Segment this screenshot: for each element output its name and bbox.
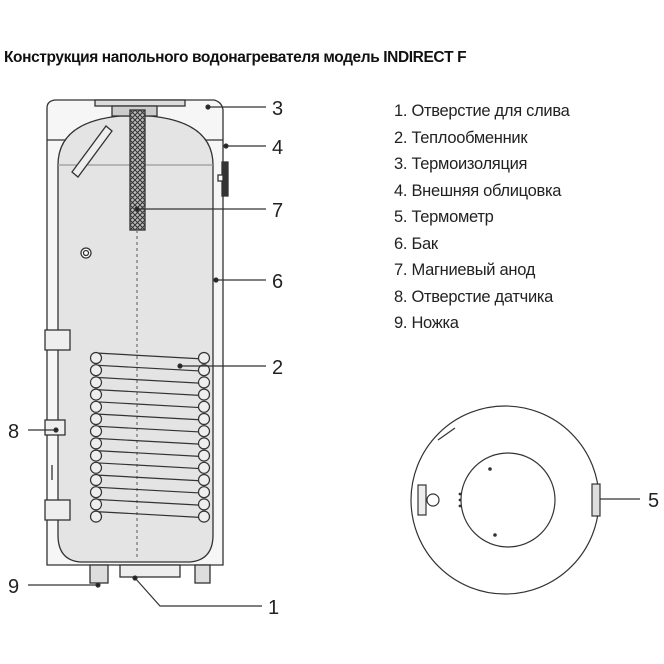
coil-tube <box>95 376 205 384</box>
legend-item: 2. Теплообменник <box>394 128 528 147</box>
coil-turn <box>197 486 211 499</box>
coil-tube <box>95 450 205 458</box>
coil-turn <box>197 364 211 377</box>
legend-item: 4. Внешняя облицовка <box>394 181 562 200</box>
heat-exchanger-coil <box>89 351 211 523</box>
coil-turn <box>197 412 211 426</box>
callout-7: 7 <box>272 200 283 222</box>
legend-item: 6. Бак <box>394 234 438 253</box>
legend-item: 8. Отверстие датчика <box>394 287 554 306</box>
legend-item: 1. Отверстие для слива <box>394 102 570 120</box>
coil-turn <box>89 400 103 413</box>
parts-legend: 1. Отверстие для слива 2. Теплообменник … <box>394 98 570 337</box>
coil-turn <box>89 449 103 462</box>
legend-item: 9. Ножка <box>394 314 459 332</box>
coil-turn <box>89 412 103 426</box>
callout-1: 1 <box>268 597 279 619</box>
coil-tube <box>95 401 205 409</box>
page-title: Конструкция напольного водонагревателя м… <box>4 49 467 66</box>
coil-tube <box>95 425 205 433</box>
callout-2: 2 <box>272 357 283 379</box>
coil-turn <box>197 498 211 511</box>
coil-tube <box>95 498 205 506</box>
coil-tube <box>95 462 205 470</box>
legend-item: 7. Магниевый анод <box>394 261 536 279</box>
coil-tube <box>95 486 205 494</box>
legend-item: 3. Термоизоляция <box>394 155 528 173</box>
coil-turn <box>197 425 211 438</box>
foot <box>89 564 109 584</box>
coil-turn <box>197 473 211 487</box>
coil-turn <box>89 461 103 474</box>
coil-turn <box>197 388 211 401</box>
coil-turn <box>197 437 211 450</box>
coil-tube <box>95 474 205 482</box>
coil-turn <box>89 473 103 487</box>
magnesium-anode <box>129 109 146 231</box>
coil-tube <box>95 389 205 397</box>
coil-turn <box>89 376 103 389</box>
coil-turn <box>89 351 103 365</box>
coil-tube <box>95 413 205 421</box>
coil-tube <box>95 364 205 372</box>
coil-tube <box>95 511 205 519</box>
coil-turn <box>89 364 103 377</box>
coil-turn <box>197 376 211 389</box>
coil-turn <box>197 351 211 365</box>
legend-item: 5. Термометр <box>394 208 494 226</box>
coil-tube <box>95 437 205 445</box>
coil-turn <box>89 437 103 450</box>
callout-4: 4 <box>272 137 283 159</box>
callout-3: 3 <box>272 98 283 120</box>
callout-9: 9 <box>8 576 19 598</box>
top-view <box>410 405 601 595</box>
coil-turn <box>197 449 211 462</box>
callout-5: 5 <box>648 490 659 512</box>
callout-6: 6 <box>272 271 283 293</box>
coil-turn <box>89 486 103 499</box>
coil-turn <box>89 425 103 438</box>
coil-turn <box>89 510 103 523</box>
callout-8: 8 <box>8 421 19 443</box>
coil-turn <box>197 510 211 523</box>
coil-tube <box>95 352 205 360</box>
coil-turn <box>197 400 211 413</box>
coil-turn <box>89 388 103 401</box>
coil-turn <box>197 461 211 474</box>
coil-turn <box>89 498 103 511</box>
